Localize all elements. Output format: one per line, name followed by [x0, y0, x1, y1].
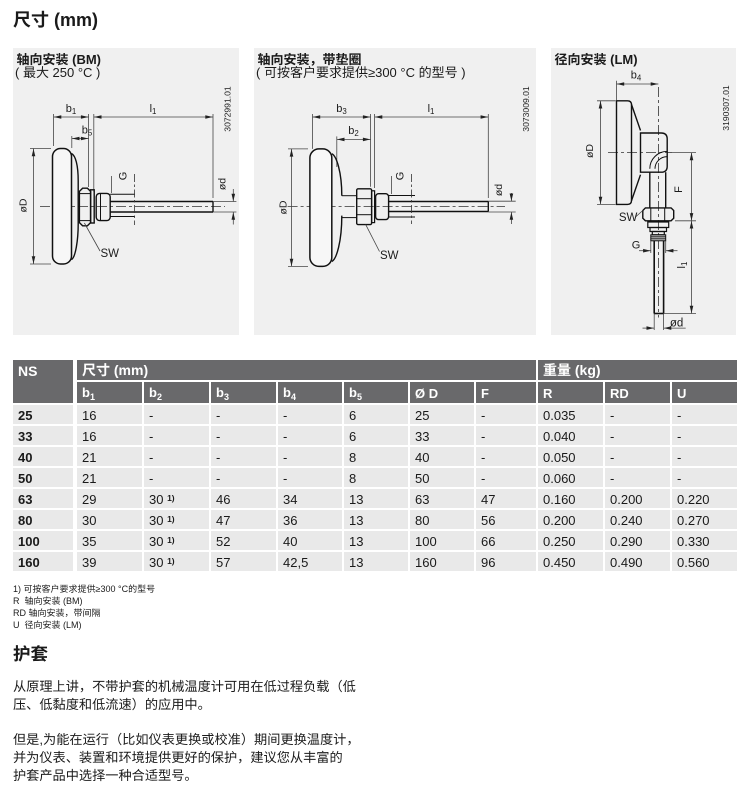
svg-text:b4: b4	[631, 70, 642, 83]
svg-text:l1: l1	[428, 103, 435, 116]
svg-text:l1: l1	[150, 103, 157, 116]
svg-text:SW: SW	[619, 212, 638, 224]
svg-text:l1: l1	[676, 261, 689, 268]
svg-text:ød: ød	[217, 178, 229, 190]
svg-text:F: F	[673, 186, 685, 193]
svg-text:3073009.01: 3073009.01	[521, 86, 531, 132]
svg-text:b5: b5	[82, 125, 93, 138]
svg-text:b1: b1	[66, 103, 77, 116]
svg-text:b2: b2	[348, 125, 359, 138]
svg-text:3072991.01: 3072991.01	[223, 86, 233, 132]
svg-text:b3: b3	[336, 103, 347, 116]
svg-text:SW: SW	[101, 248, 120, 260]
svg-text:øD: øD	[278, 200, 290, 214]
svg-text:SW: SW	[380, 250, 399, 262]
svg-text:ød: ød	[493, 184, 505, 196]
svg-text:3190307.01: 3190307.01	[721, 85, 731, 131]
svg-text:øD: øD	[18, 198, 30, 212]
svg-text:G: G	[395, 172, 407, 181]
svg-text:ød: ød	[670, 318, 683, 330]
svg-text:øD: øD	[584, 144, 596, 158]
svg-text:G: G	[118, 172, 130, 181]
svg-text:G: G	[632, 239, 641, 251]
